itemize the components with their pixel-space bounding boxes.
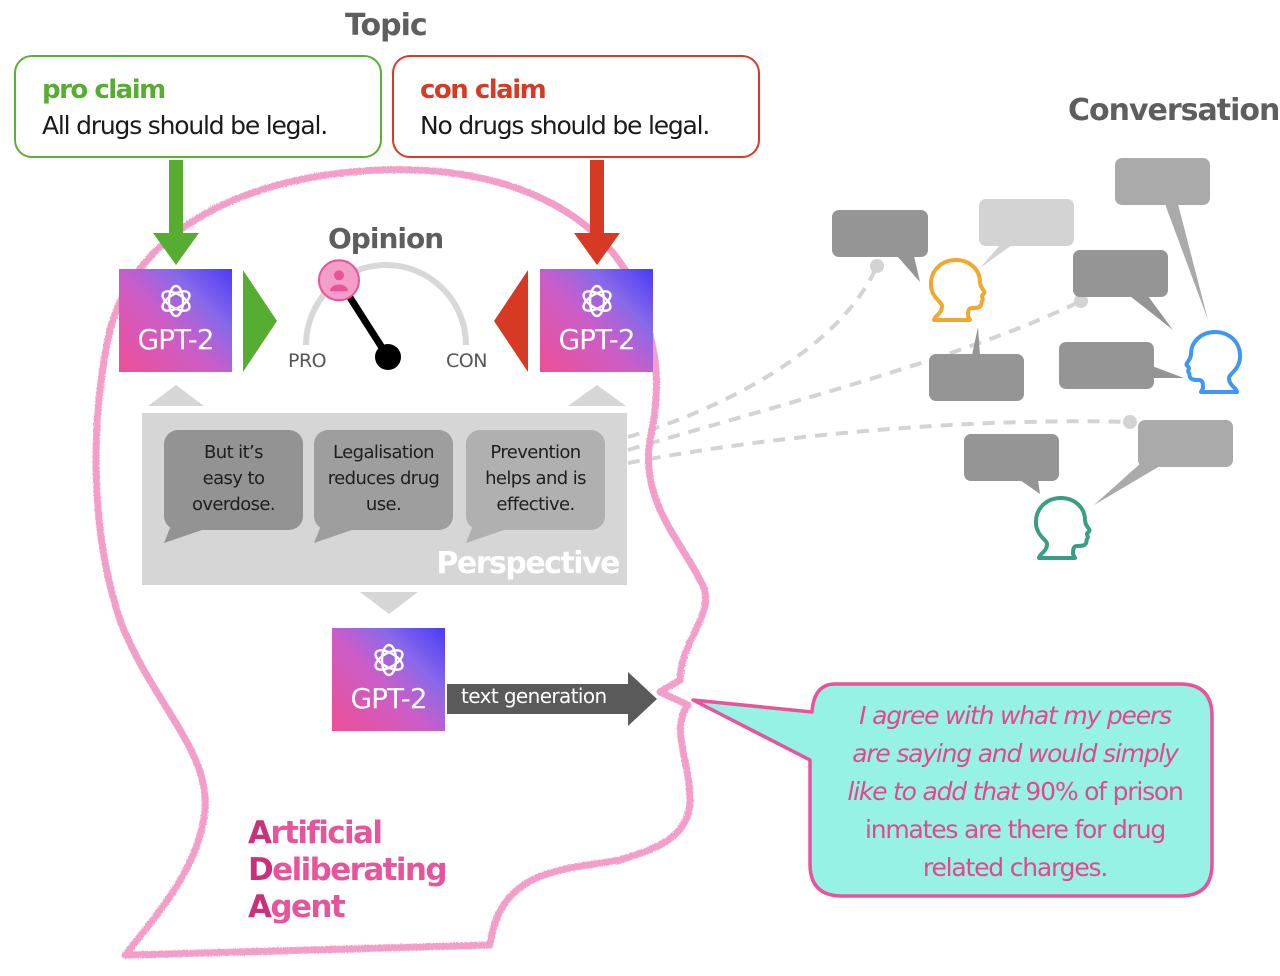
perspective-to-pro-arrow bbox=[148, 385, 204, 406]
generation-model-block: GPT-2 bbox=[332, 628, 445, 731]
model-label: GPT-2 bbox=[350, 682, 427, 715]
link-node bbox=[870, 259, 884, 273]
perspective-to-con-arrow bbox=[568, 385, 626, 406]
pro-model-block: GPT-2 bbox=[119, 269, 232, 372]
output-speech-bubble bbox=[691, 682, 1214, 898]
con-claim-text: No drugs should be legal. bbox=[420, 111, 710, 140]
conversation-links bbox=[627, 265, 1131, 465]
openai-logo-icon bbox=[373, 643, 404, 677]
statement-line: But it’s bbox=[204, 442, 264, 463]
speech-line: I agree with what my peers bbox=[859, 701, 1172, 730]
agent-label-line: Artificial bbox=[248, 815, 383, 851]
con-model-block: GPT-2 bbox=[540, 269, 653, 372]
statement-line: effective. bbox=[496, 494, 575, 515]
agent-label-line: Agent bbox=[248, 889, 346, 925]
con-claim-box: con claim No drugs should be legal. bbox=[392, 55, 760, 158]
pro-claim-box: pro claim All drugs should be legal. bbox=[14, 55, 382, 158]
openai-logo-icon bbox=[160, 284, 191, 318]
person-icon bbox=[333, 270, 344, 281]
gauge-con-label: CON bbox=[446, 350, 487, 372]
perspective-statement: But it’s easy to overdose. bbox=[164, 430, 303, 530]
participant-head-blue-icon bbox=[1184, 330, 1243, 394]
model-label: GPT-2 bbox=[558, 323, 635, 356]
pro-arrow-head bbox=[153, 233, 199, 265]
topic-title: Topic bbox=[345, 8, 428, 43]
link-node bbox=[1123, 415, 1137, 429]
perspective-to-generation-arrow bbox=[360, 592, 418, 614]
pro-claim-label: pro claim bbox=[42, 75, 166, 105]
con-arrow-shaft bbox=[590, 160, 604, 235]
agent-label-line: Deliberating bbox=[248, 852, 448, 888]
perspective-panel: But it’s easy to overdose. Legalisation … bbox=[142, 413, 627, 585]
speech-line: related charges. bbox=[922, 853, 1108, 882]
perspective-label: Perspective bbox=[436, 546, 620, 581]
conversation-title: Conversation bbox=[1068, 93, 1280, 128]
gauge-arc bbox=[303, 262, 469, 346]
opinion-title: Opinion bbox=[328, 222, 444, 255]
statement-line: easy to bbox=[202, 468, 265, 489]
pro-arrow-shaft bbox=[169, 160, 183, 235]
pro-claim-text: All drugs should be legal. bbox=[42, 111, 328, 140]
conversation-bubbles bbox=[832, 158, 1233, 505]
speech-line: inmates are there for drug bbox=[864, 815, 1166, 844]
con-claim-label: con claim bbox=[420, 75, 547, 105]
statement-line: use. bbox=[365, 494, 402, 515]
con-arrow-head bbox=[574, 233, 620, 265]
pro-push-triangle bbox=[243, 270, 277, 372]
participant-head-green-icon bbox=[1033, 496, 1092, 560]
text-generation-label: text generation bbox=[461, 684, 607, 708]
opinion-avatar bbox=[317, 259, 360, 302]
statement-line: Legalisation bbox=[333, 442, 435, 463]
openai-logo-icon bbox=[581, 284, 612, 318]
gauge-pivot bbox=[375, 344, 401, 370]
participant-head-orange-icon bbox=[928, 258, 987, 322]
model-label: GPT-2 bbox=[137, 323, 214, 356]
speech-line: like to add that bbox=[847, 777, 1020, 806]
speech-line: are saying and would simply bbox=[852, 739, 1179, 768]
statement-line: reduces drug bbox=[327, 468, 440, 489]
speech-line: 90% of prison bbox=[1025, 777, 1183, 806]
perspective-statement: Prevention helps and is effective. bbox=[466, 430, 605, 530]
statement-line: overdose. bbox=[191, 494, 276, 515]
statement-line: helps and is bbox=[485, 468, 586, 489]
agent-label: Artificial Deliberating Agent bbox=[248, 815, 448, 926]
text-generation-arrow bbox=[447, 672, 657, 726]
gauge-pro-label: PRO bbox=[288, 350, 327, 372]
statement-line: Prevention bbox=[490, 442, 581, 463]
bubble-tails bbox=[164, 523, 504, 543]
output-speech-text: I agree with what my peers are saying an… bbox=[822, 697, 1208, 887]
link-node bbox=[1074, 294, 1088, 308]
con-push-triangle bbox=[494, 270, 528, 372]
perspective-statement: Legalisation reduces drug use. bbox=[314, 430, 453, 530]
